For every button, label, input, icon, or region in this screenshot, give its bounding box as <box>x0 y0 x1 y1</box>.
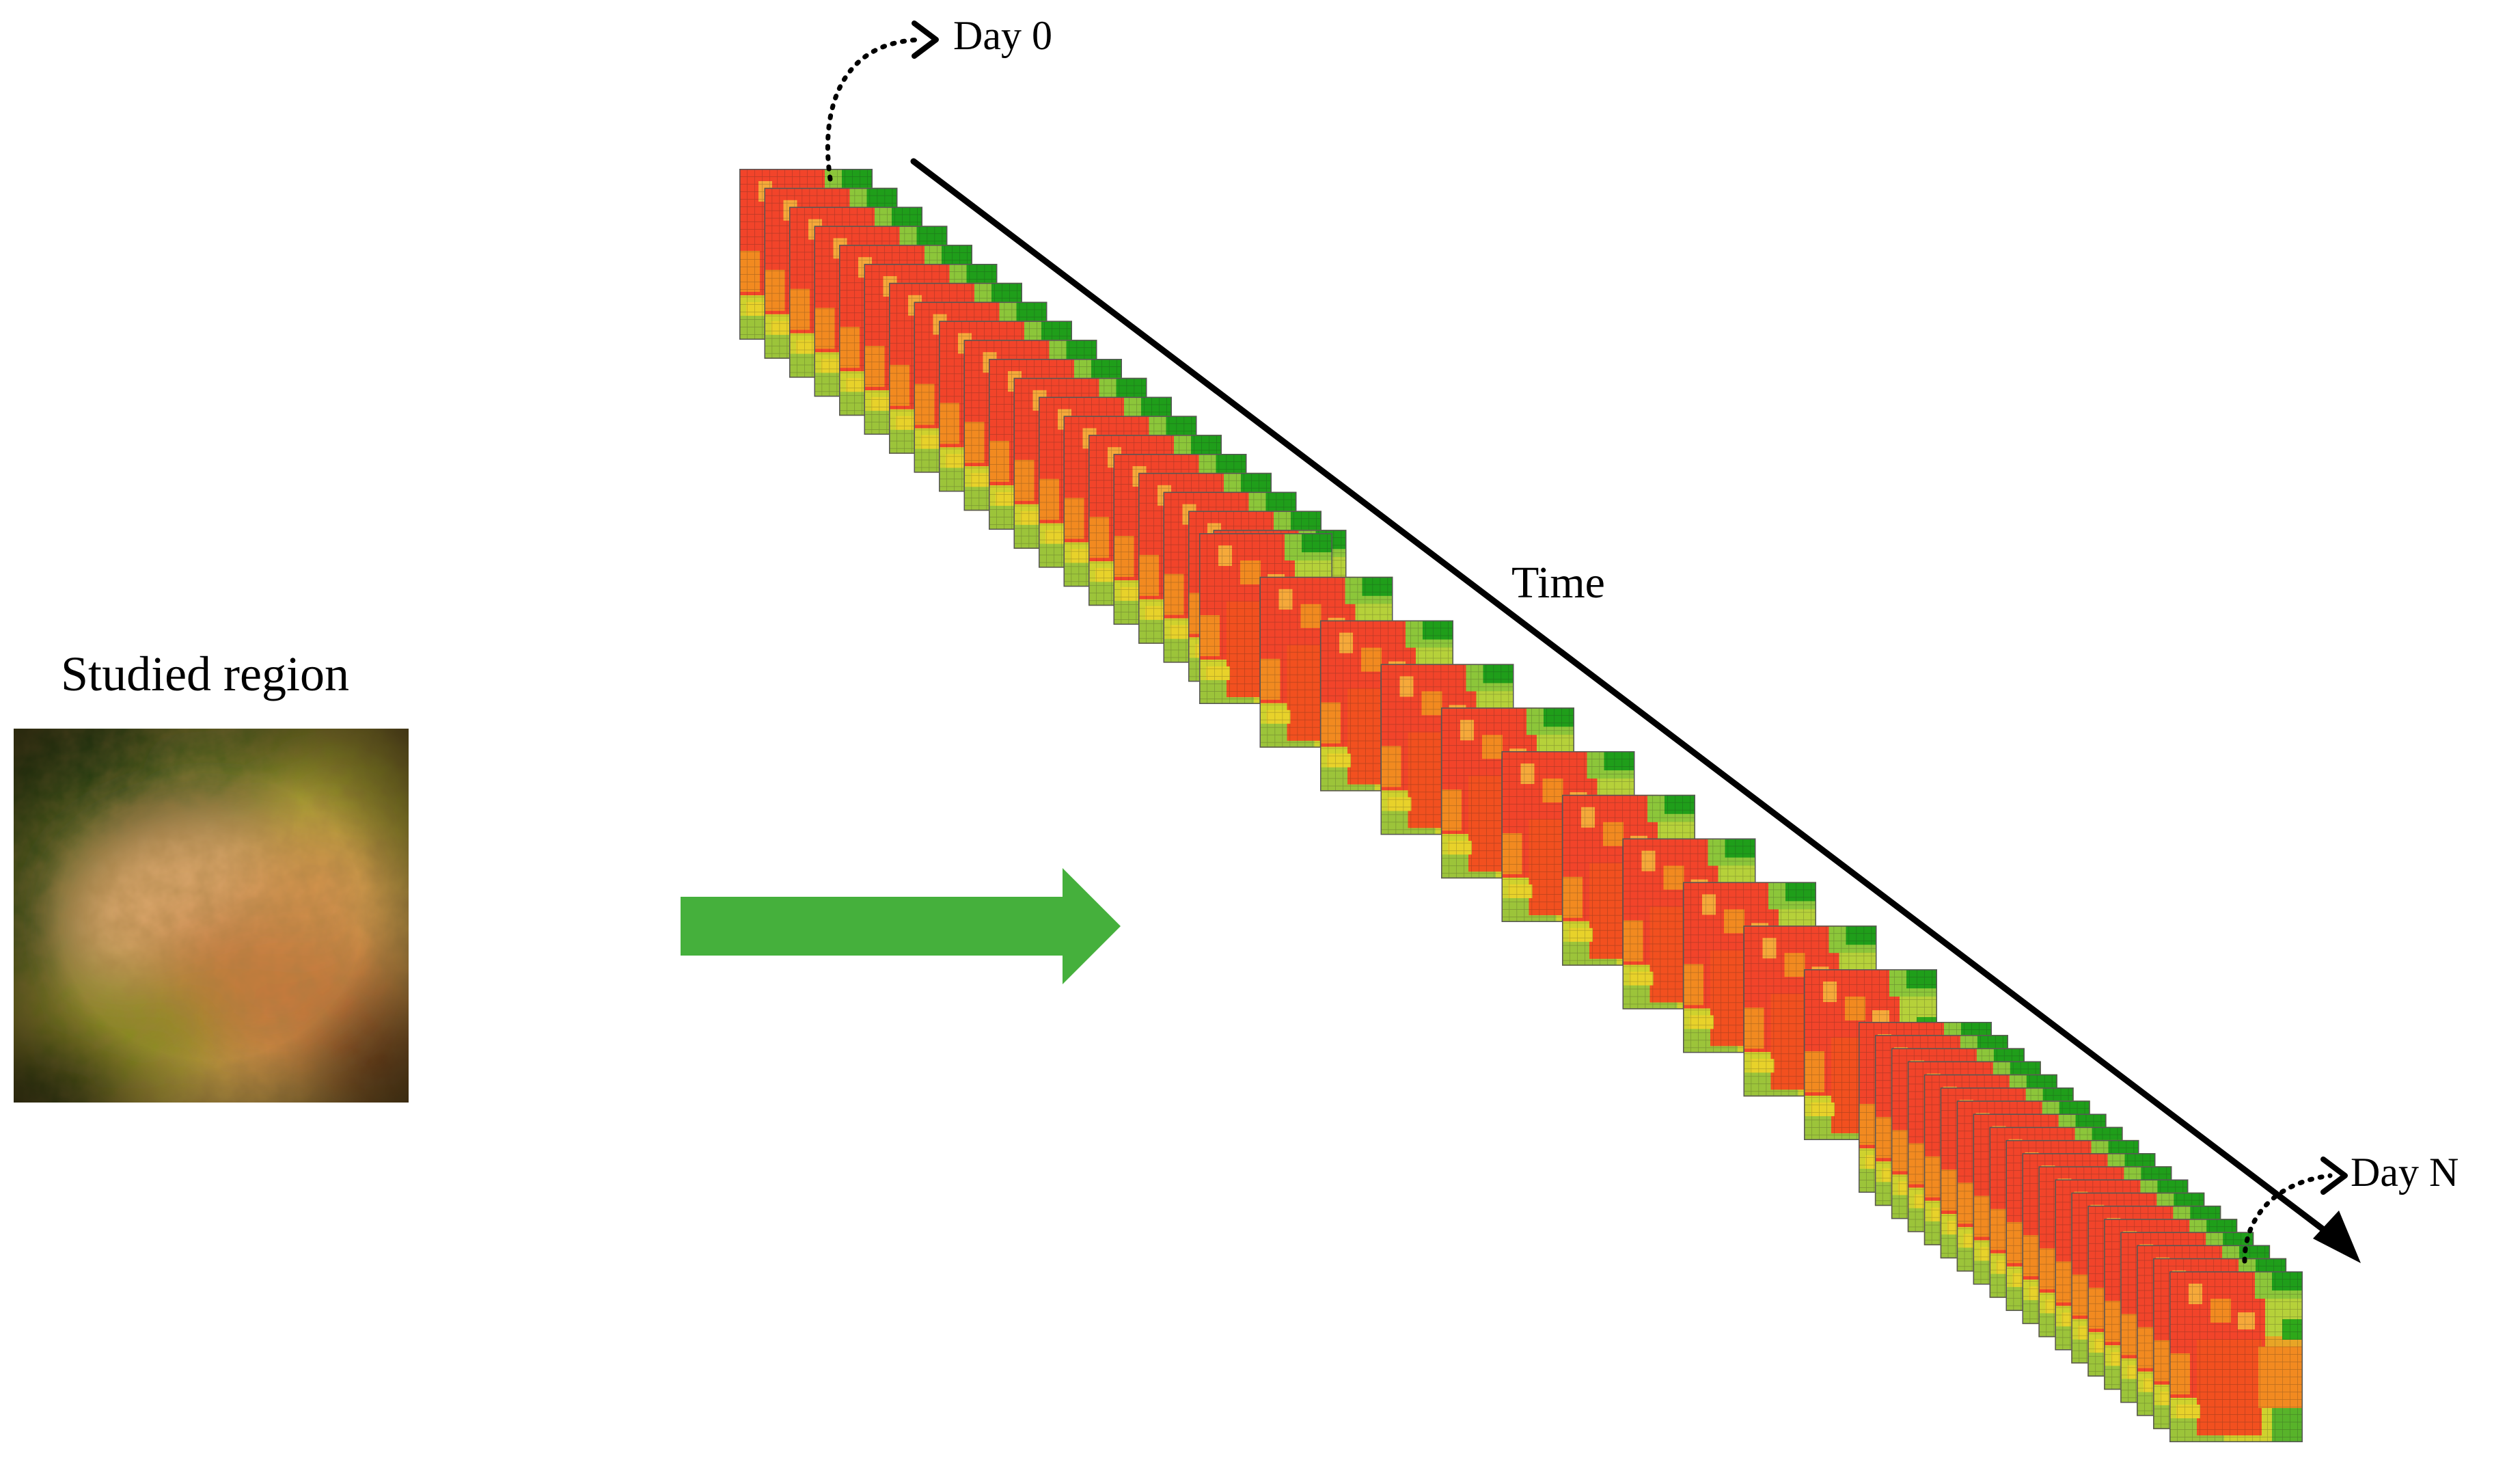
time-axis-label: Time <box>1511 558 1605 608</box>
studied-region-image <box>14 729 409 1103</box>
day-end-pointer <box>2242 1173 2333 1264</box>
time-axis-arrowhead <box>2313 1211 2361 1263</box>
time-axis-line <box>910 158 2337 1241</box>
process-arrow <box>681 868 1121 984</box>
day-end-arrowhead <box>2320 1157 2348 1195</box>
region-title: Studied region <box>61 647 349 701</box>
day-start-label: Day 0 <box>953 13 1052 58</box>
frame-stack <box>739 169 2303 1442</box>
day-end-label: Day N <box>2351 1150 2459 1195</box>
heatmap-frame <box>2169 1271 2303 1442</box>
day-start-arrowhead <box>912 21 939 59</box>
day-start-pointer <box>825 37 925 182</box>
